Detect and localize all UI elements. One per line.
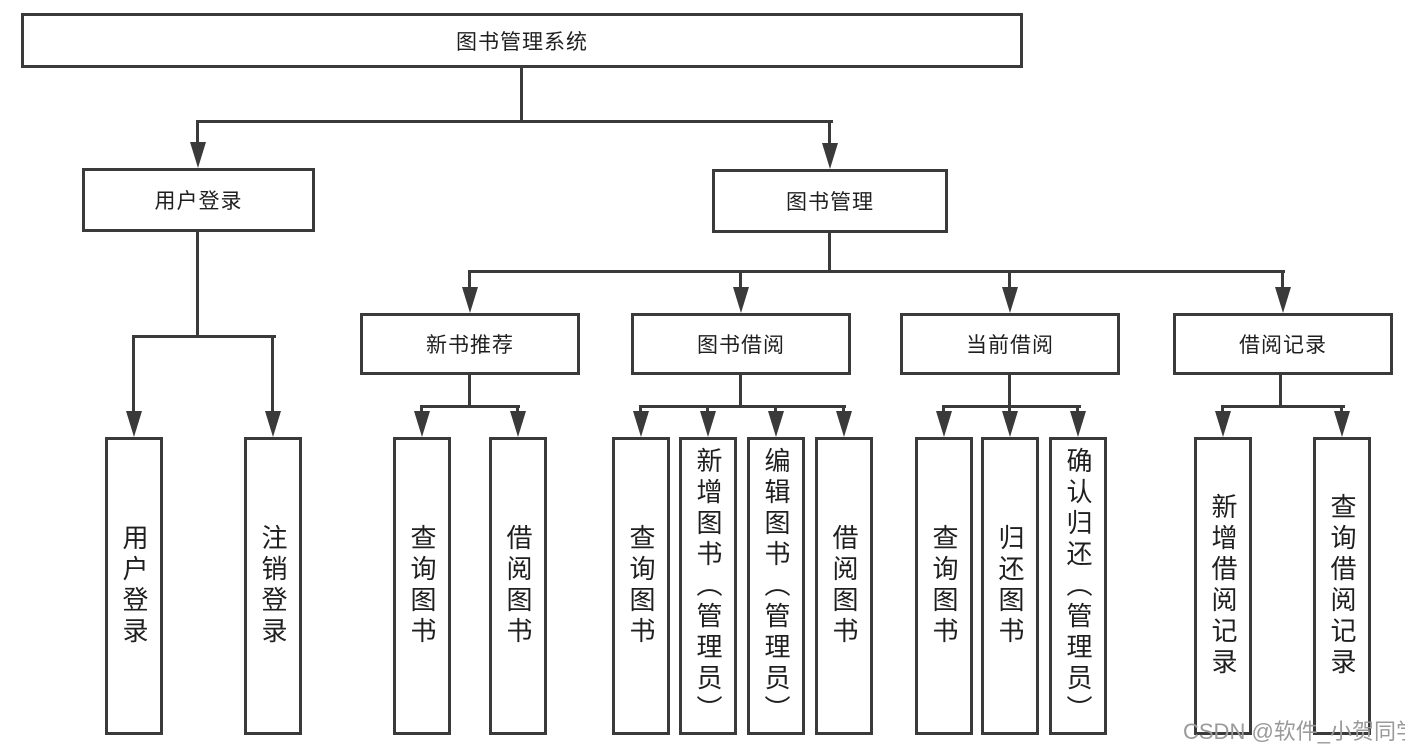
node-current-borrowing: 当前借阅 (900, 313, 1120, 375)
connector-line (1221, 405, 1345, 408)
connector-line (639, 405, 642, 415)
connector-line (420, 405, 423, 415)
arrow-down-icon (414, 411, 430, 437)
node-leaf-edit-books-admin: 编辑图书（管理员） (747, 437, 805, 735)
connector-line (828, 120, 831, 145)
connector-line (1281, 270, 1284, 290)
node-book-borrowing: 图书借阅 (631, 313, 851, 375)
node-leaf-add-borrow-record: 新增借阅记录 (1194, 437, 1252, 735)
arrow-down-icon (190, 142, 206, 168)
connector-line (942, 405, 1081, 408)
node-leaf-user-login: 用户登录 (105, 437, 163, 735)
node-borrowing-records: 借阅记录 (1173, 313, 1393, 375)
node-book-management: 图书管理 (712, 169, 948, 233)
connector-line (468, 375, 471, 408)
connector-line (1008, 405, 1011, 415)
node-leaf-query-books-current: 查询图书 (915, 437, 973, 735)
arrow-down-icon (768, 411, 784, 437)
node-user-login: 用户登录 (82, 168, 315, 232)
connector-line (196, 232, 199, 336)
connector-line (1221, 405, 1224, 415)
arrow-down-icon (1070, 411, 1086, 437)
arrow-down-icon (822, 143, 838, 169)
arrow-down-icon (700, 411, 716, 437)
connector-line (739, 270, 742, 290)
connector-line (1340, 405, 1343, 415)
connector-line (739, 375, 742, 408)
arrow-down-icon (1002, 411, 1018, 437)
node-leaf-query-books-recommend: 查询图书 (393, 437, 451, 735)
node-leaf-borrow-books-recommend: 借阅图书 (489, 437, 547, 735)
connector-line (420, 405, 520, 408)
arrow-down-icon (733, 287, 749, 313)
arrow-down-icon (1275, 287, 1291, 313)
node-leaf-return-books: 归还图书 (981, 437, 1039, 735)
arrow-down-icon (126, 411, 142, 437)
node-root-system: 图书管理系统 (21, 13, 1023, 68)
connector-line (639, 405, 846, 408)
node-leaf-confirm-return-admin: 确认归还（管理员） (1049, 437, 1107, 735)
arrow-down-icon (462, 287, 478, 313)
node-leaf-query-borrow-record: 查询借阅记录 (1313, 437, 1371, 735)
connector-line (1008, 270, 1011, 290)
arrow-down-icon (936, 411, 952, 437)
node-leaf-logout: 注销登录 (244, 437, 302, 735)
connector-line (842, 405, 845, 415)
connector-line (706, 405, 709, 415)
node-leaf-borrow-books: 借阅图书 (815, 437, 873, 735)
node-new-book-recommendation: 新书推荐 (360, 313, 580, 375)
connector-line (271, 335, 274, 413)
connector-line (196, 120, 199, 144)
arrow-down-icon (633, 411, 649, 437)
connector-line (520, 68, 523, 123)
connector-line (1076, 405, 1079, 415)
watermark: CSDN @软件_小贺同学 (1183, 719, 1405, 744)
arrow-down-icon (1002, 287, 1018, 313)
connector-line (1279, 375, 1282, 408)
connector-line (516, 405, 519, 415)
arrow-down-icon (1215, 411, 1231, 437)
connector-line (468, 270, 1285, 273)
node-leaf-add-books-admin: 新增图书（管理员） (679, 437, 737, 735)
connector-line (828, 233, 831, 273)
connector-line (132, 335, 276, 338)
connector-line (196, 120, 833, 123)
connector-line (1008, 375, 1011, 408)
connector-line (942, 405, 945, 415)
arrow-down-icon (836, 411, 852, 437)
connector-line (132, 335, 135, 413)
connector-line (468, 270, 471, 290)
node-leaf-query-books-borrow: 查询图书 (612, 437, 670, 735)
arrow-down-icon (265, 411, 281, 437)
arrow-down-icon (1334, 411, 1350, 437)
connector-line (774, 405, 777, 415)
arrow-down-icon (510, 411, 526, 437)
